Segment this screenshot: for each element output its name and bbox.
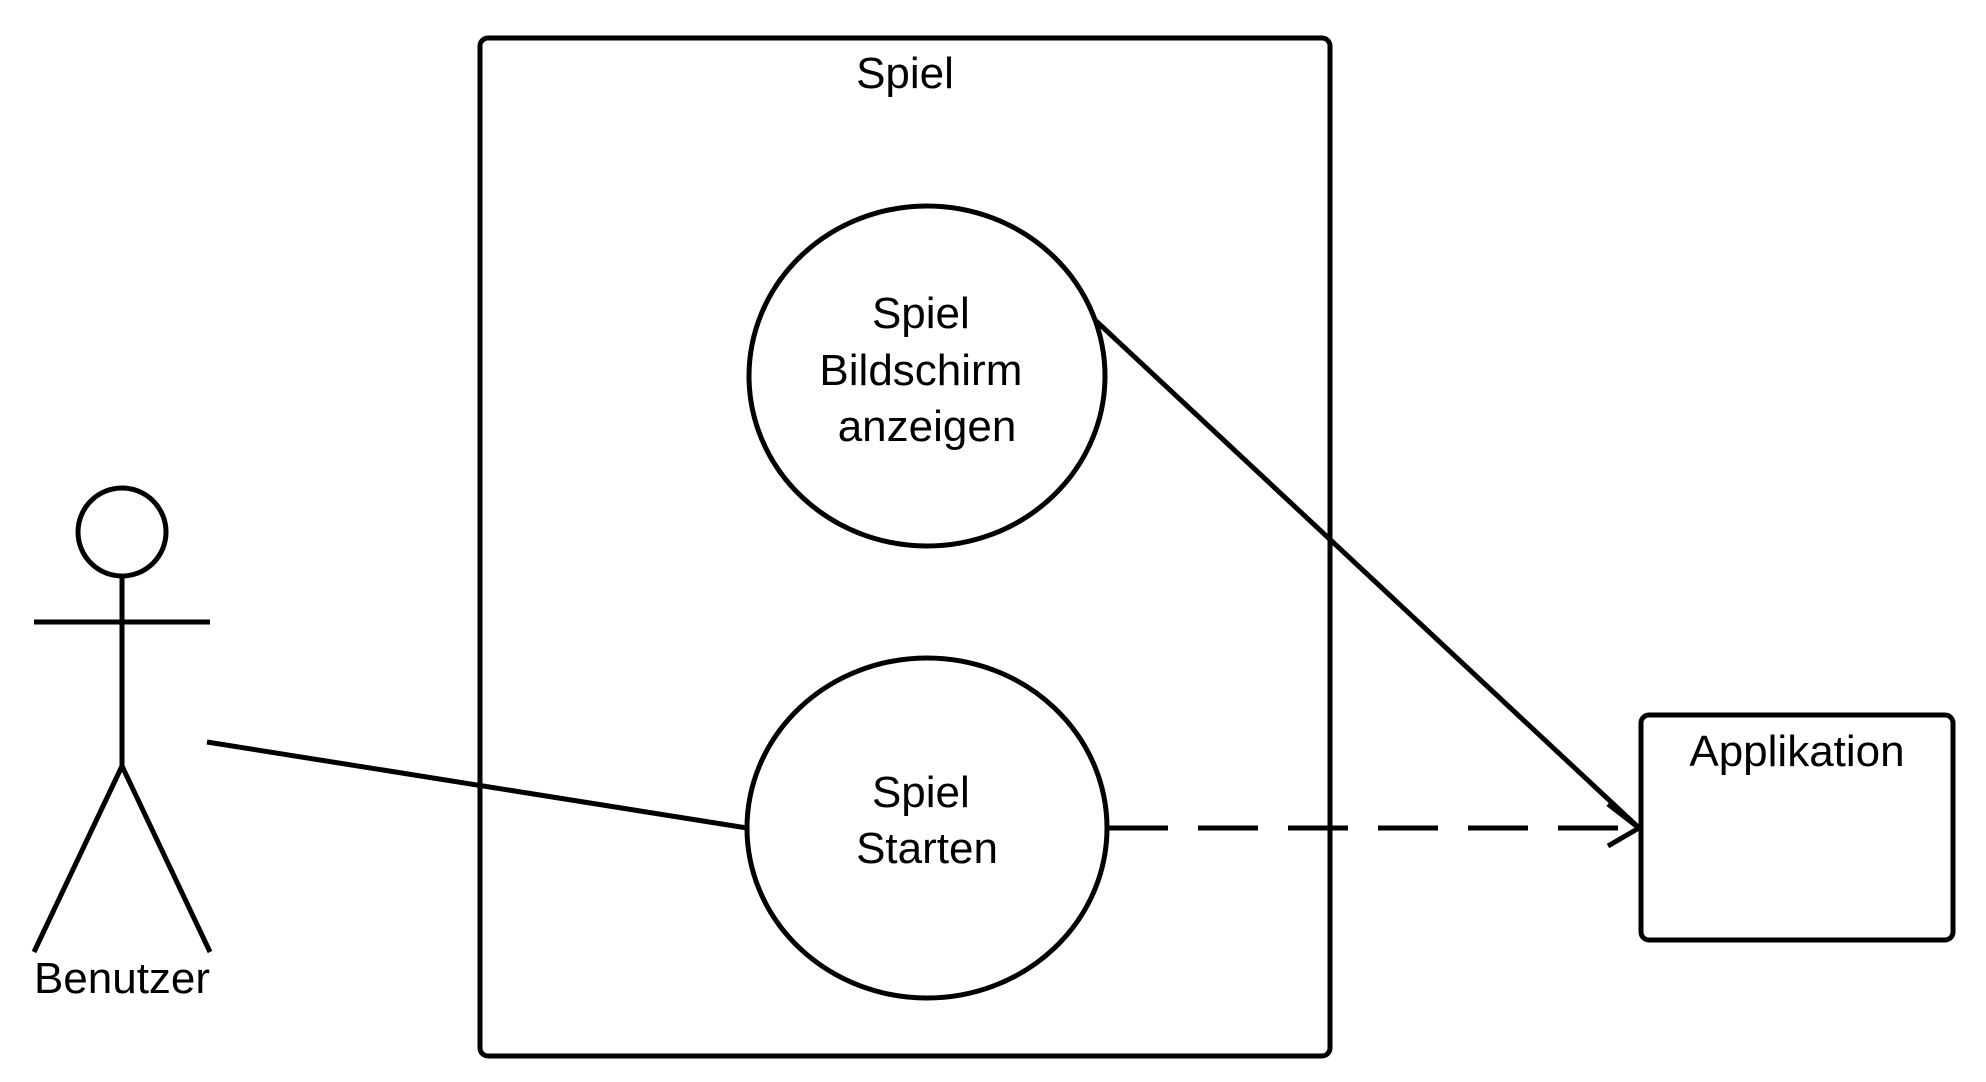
use-case-ellipse <box>746 203 1108 549</box>
relationships <box>206 318 1644 849</box>
system-boundary: Spiel <box>477 35 1333 1059</box>
system-boundary-label: Spiel <box>856 49 954 98</box>
association-line <box>206 739 748 831</box>
actor-right-leg <box>119 764 213 954</box>
use-case-label-line: Spiel <box>872 289 970 338</box>
dependency-line-solid <box>1093 318 1641 830</box>
use-case-label-line: Starten <box>856 824 998 873</box>
use-case-start-game: Spiel Starten <box>744 655 1110 1001</box>
use-case-label-line: anzeigen <box>838 402 1017 451</box>
actor-label: Benutzer <box>34 954 210 1003</box>
use-case-label-line: Bildschirm <box>819 346 1022 395</box>
external-system-label: Applikation <box>1689 727 1904 776</box>
use-case-label: Spiel Bildschirm anzeigen <box>819 289 1034 451</box>
actor-benutzer: Benutzer <box>31 485 213 1003</box>
actor-left-leg <box>31 764 125 954</box>
use-case-show-game-screen: Spiel Bildschirm anzeigen <box>746 203 1108 549</box>
system-boundary-box <box>477 35 1333 1059</box>
use-case-label: Spiel Starten <box>856 768 998 873</box>
actor-head <box>75 485 169 579</box>
external-system-applikation: Applikation <box>1638 712 1956 943</box>
arrowhead-open <box>1606 802 1644 849</box>
use-case-label-line: Spiel <box>872 768 970 817</box>
